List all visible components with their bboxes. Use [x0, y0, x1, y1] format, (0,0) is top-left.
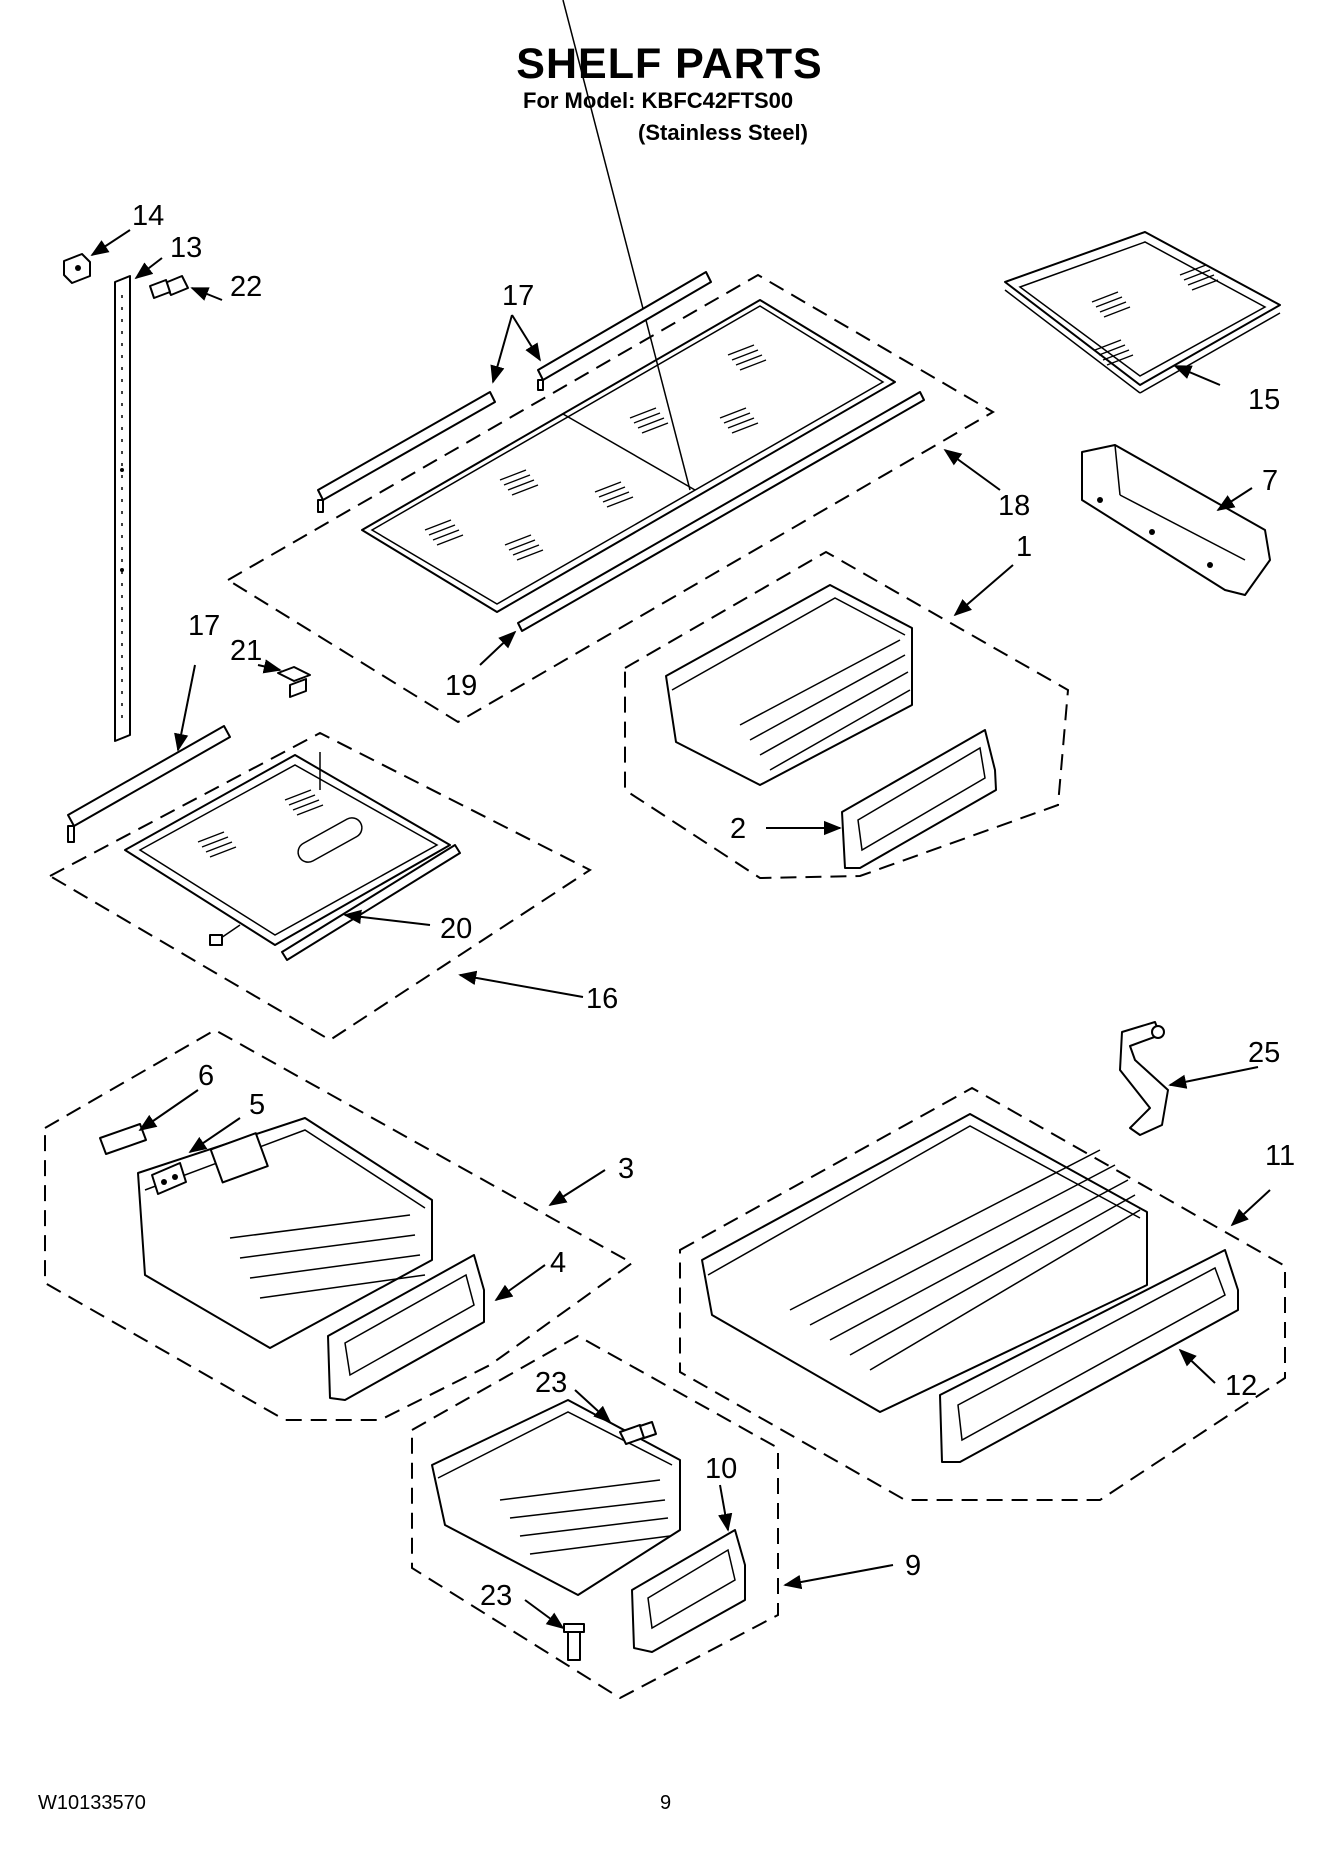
bracket-part-25	[1119, 1021, 1169, 1136]
shelf-trim-19	[517, 391, 925, 632]
shelf-side-rail-left-17	[317, 391, 496, 513]
callout-23-lower: 23	[480, 1580, 512, 1612]
callout-19: 19	[445, 670, 477, 702]
callout-17-lower: 17	[188, 610, 220, 642]
callout-9: 9	[905, 1550, 921, 1582]
page-number: 9	[660, 1792, 672, 1814]
callout-3: 3	[618, 1153, 634, 1185]
drawer-front-part-2	[841, 729, 997, 869]
drawer-assembly-outline-9	[411, 1334, 779, 1700]
drawer-assembly-outline-3	[44, 1028, 634, 1421]
drawer-bin-part-9	[431, 1399, 681, 1596]
document-number: W10133570	[38, 1792, 146, 1814]
callout-1: 1	[1016, 531, 1032, 563]
callout-14: 14	[132, 200, 164, 232]
drawer-bin-part-11	[701, 1113, 1148, 1413]
screw-part-21	[277, 666, 311, 698]
callout-4: 4	[550, 1247, 566, 1279]
glass-shelf-part-16	[124, 752, 451, 946]
shelf-assembly-outline-18	[226, 273, 995, 724]
page-title: SHELF PARTS	[516, 40, 823, 88]
callout-13: 13	[170, 232, 202, 264]
callout-5: 5	[249, 1089, 265, 1121]
callout-labels: 14 13 22 17 15 7 18 1 17 21 19 2 20 16 6…	[132, 200, 1295, 1612]
vertical-rail-part-13	[114, 275, 131, 742]
leader-lines	[90, 229, 1271, 1630]
control-part-6	[99, 1123, 147, 1155]
screw-part-23-upper	[619, 1421, 657, 1445]
callout-7: 7	[1262, 465, 1278, 497]
control-part-5	[151, 1162, 187, 1195]
callout-20: 20	[440, 913, 472, 945]
shelf-trim-part-7	[1081, 444, 1271, 596]
shelf-side-rail-right-17	[537, 271, 712, 391]
callout-17-upper: 17	[502, 280, 534, 312]
rail-clip-part-14	[63, 253, 91, 284]
drawer-front-part-10	[631, 1529, 746, 1653]
drawer-bin-part-3	[137, 1117, 433, 1349]
glass-shelf-part-15	[1004, 231, 1281, 394]
light-wire-connector	[209, 924, 241, 946]
drawer-assembly-outline-11	[679, 1086, 1286, 1501]
callout-12: 12	[1225, 1370, 1257, 1402]
drawer-front-part-12	[939, 1249, 1239, 1463]
callout-2: 2	[730, 813, 746, 845]
callout-25: 25	[1248, 1037, 1280, 1069]
callout-16: 16	[586, 983, 618, 1015]
glass-shelf-upper	[361, 0, 896, 613]
model-line: For Model: KBFC42FTS00	[523, 88, 794, 113]
callout-23-upper: 23	[535, 1367, 567, 1399]
drawer-assembly-outline-1	[624, 550, 1070, 880]
screw-part-22	[149, 275, 189, 299]
callout-6: 6	[198, 1060, 214, 1092]
shelf-trim-part-20	[281, 844, 461, 961]
callout-22: 22	[230, 271, 262, 303]
finish-line: (Stainless Steel)	[638, 120, 808, 145]
shelf-side-rail-lower-17	[67, 725, 231, 843]
callout-21: 21	[230, 635, 262, 667]
callout-10: 10	[705, 1453, 737, 1485]
callout-11: 11	[1265, 1140, 1295, 1172]
callout-18: 18	[998, 490, 1030, 522]
drawer-bin-part-1	[665, 584, 913, 786]
shelf-assembly-outline-16	[47, 731, 592, 1042]
screw-part-23-lower	[563, 1623, 585, 1661]
drawer-front-part-4	[327, 1254, 485, 1401]
callout-15: 15	[1248, 384, 1280, 416]
